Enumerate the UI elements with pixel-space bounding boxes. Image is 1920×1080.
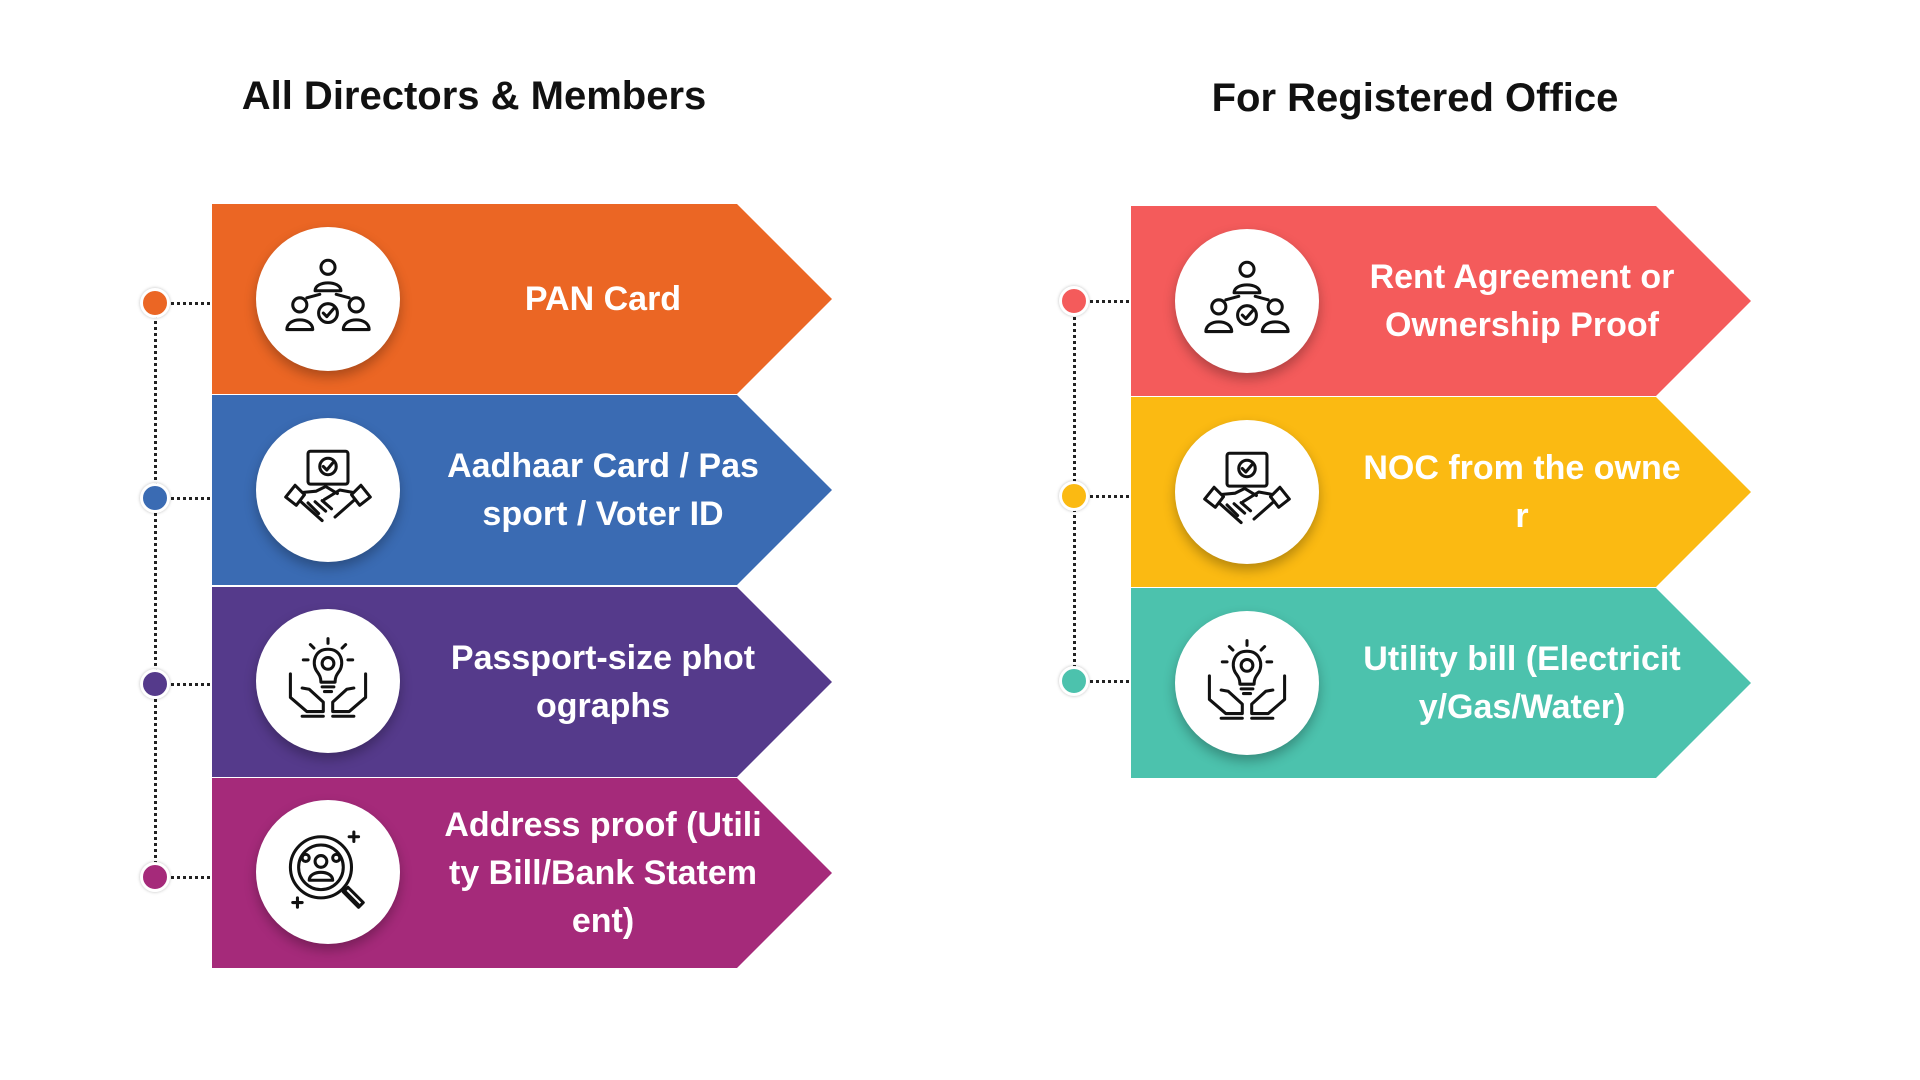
- timeline-connector: [166, 876, 210, 879]
- arrow-label: Aadhaar Card / Passport / Voter ID: [447, 447, 759, 533]
- directors-members-title: All Directors & Members: [241, 74, 707, 118]
- timeline-dot-id-proof: [140, 483, 170, 513]
- handshake-document-icon: [284, 449, 372, 523]
- arrow-label: Passport-size photographs: [450, 639, 756, 725]
- icon-circle: [256, 227, 400, 371]
- arrow-label: NOC from the owner: [1363, 449, 1681, 535]
- timeline-dot-utility-bill: [1059, 666, 1089, 696]
- icon-circle: [256, 800, 400, 944]
- arrow-label: Rent Agreement or Ownership Proof: [1369, 258, 1675, 344]
- lightbulb-hands-icon: [1207, 639, 1287, 720]
- icon-circle: [1175, 229, 1319, 373]
- icon-circle: [1175, 611, 1319, 755]
- timeline-dot-photographs: [140, 669, 170, 699]
- timeline-connector: [166, 302, 210, 305]
- magnifier-person-icon: [288, 830, 365, 909]
- handshake-document-icon: [1203, 451, 1291, 525]
- arrow-label: Address proof (Utility Bill/Bank Stateme…: [444, 806, 762, 940]
- people-network-icon: [285, 258, 371, 332]
- timeline-dot-noc: [1059, 481, 1089, 511]
- registered-office-title: For Registered Office: [1211, 76, 1619, 120]
- timeline-dot-pan-card: [140, 288, 170, 318]
- icon-circle: [1175, 420, 1319, 564]
- timeline-line: [154, 302, 157, 877]
- lightbulb-hands-icon: [288, 637, 368, 718]
- timeline-connector: [1085, 300, 1129, 303]
- timeline-connector: [166, 497, 210, 500]
- timeline-dot-address-proof: [140, 862, 170, 892]
- timeline-connector: [1085, 495, 1129, 498]
- timeline-dot-rent-agreement: [1059, 286, 1089, 316]
- people-network-icon: [1204, 260, 1290, 334]
- icon-circle: [256, 418, 400, 562]
- timeline-connector: [1085, 680, 1129, 683]
- icon-circle: [256, 609, 400, 753]
- arrow-label: PAN Card: [524, 280, 682, 318]
- arrow-label: Utility bill (Electricity/Gas/Water): [1363, 640, 1681, 726]
- timeline-connector: [166, 683, 210, 686]
